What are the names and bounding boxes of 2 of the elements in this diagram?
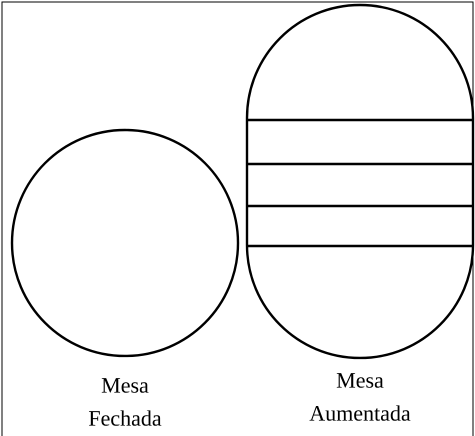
table-label: Mesa Aumentada [310,373,410,421]
table-label: Mesa Fechada [88,378,162,426]
